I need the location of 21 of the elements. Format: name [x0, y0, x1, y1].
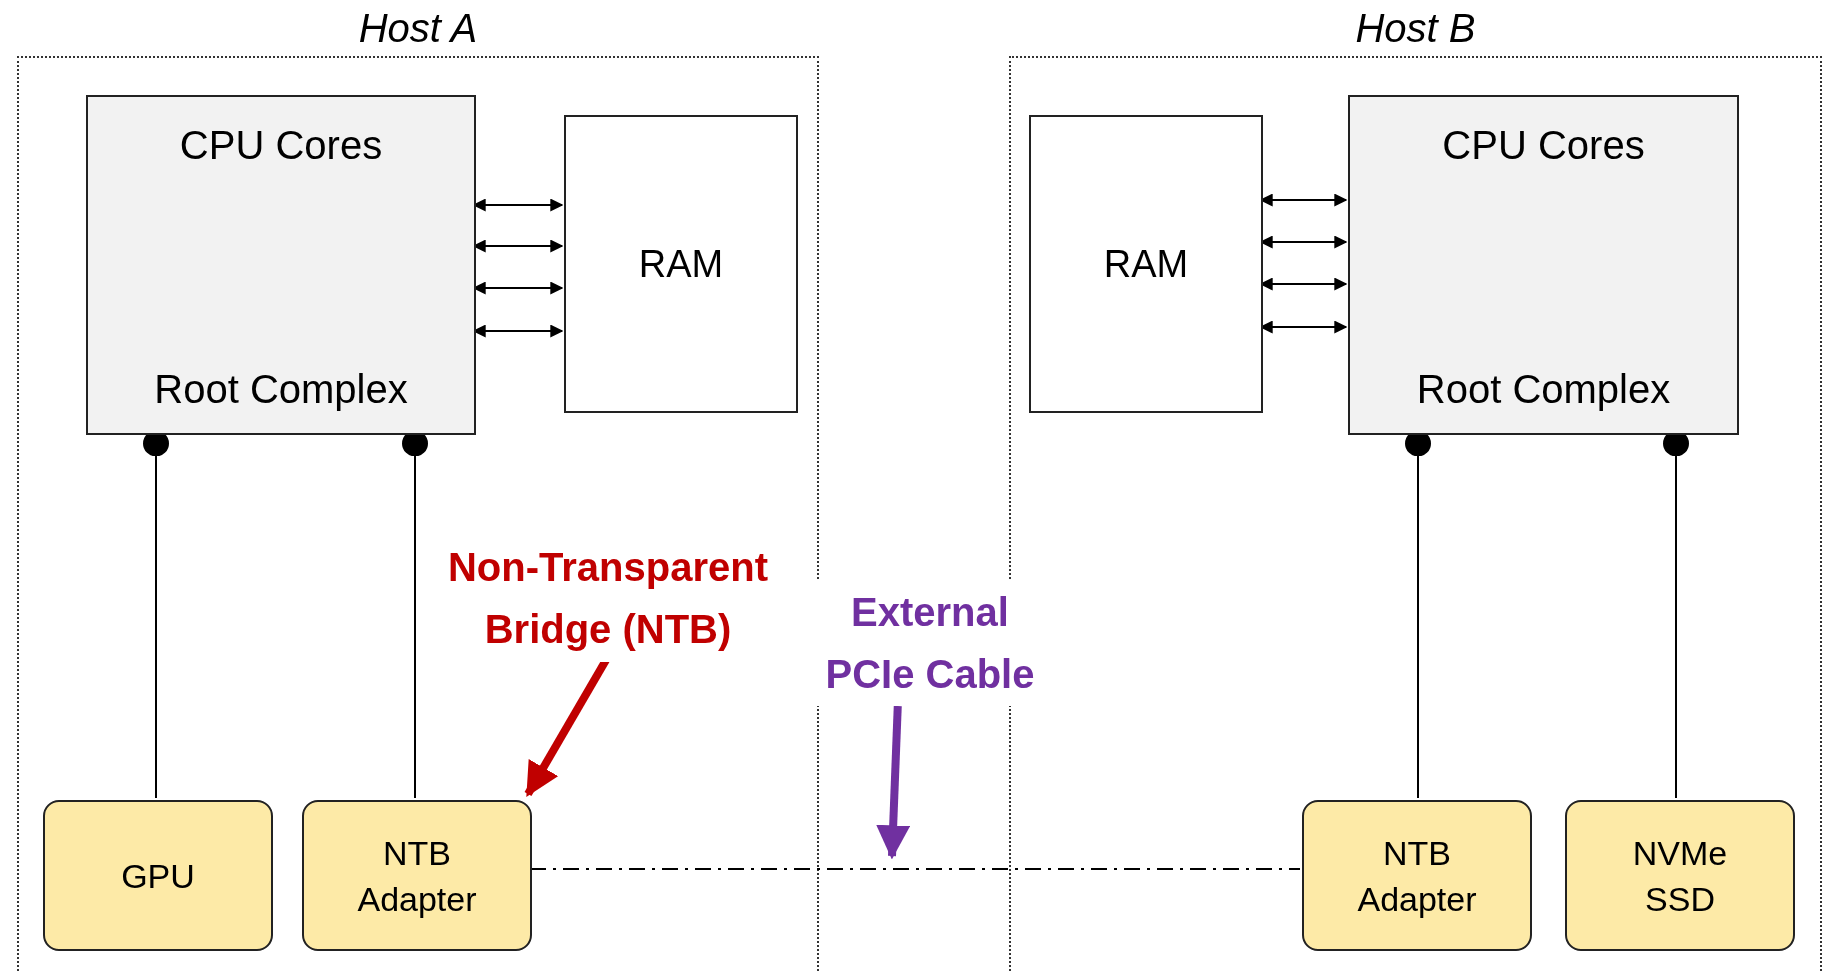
box-label: Root Complex [154, 366, 408, 413]
box-label: RAM [638, 242, 724, 287]
cpu-box [86, 95, 476, 435]
host-title: Host B [1354, 5, 1477, 52]
device-box [1302, 800, 1532, 951]
arrow [876, 705, 911, 860]
box-label: CPU Cores [179, 122, 383, 169]
device-box [302, 800, 532, 951]
cpu-box [1348, 95, 1739, 435]
ram-box [564, 115, 798, 413]
box-label: GPU [121, 855, 195, 897]
host-title: Host A [357, 5, 479, 52]
ram-box [1029, 115, 1263, 413]
box-label: NTB Adapter [357, 832, 477, 920]
device-box [43, 800, 273, 951]
box-label: CPU Cores [1442, 122, 1645, 169]
box-label: RAM [1103, 242, 1189, 287]
box-label: NTB Adapter [1357, 832, 1477, 920]
box-label: NVMe SSD [1632, 832, 1728, 920]
box-label: Root Complex [1416, 366, 1671, 413]
device-box [1565, 800, 1795, 951]
